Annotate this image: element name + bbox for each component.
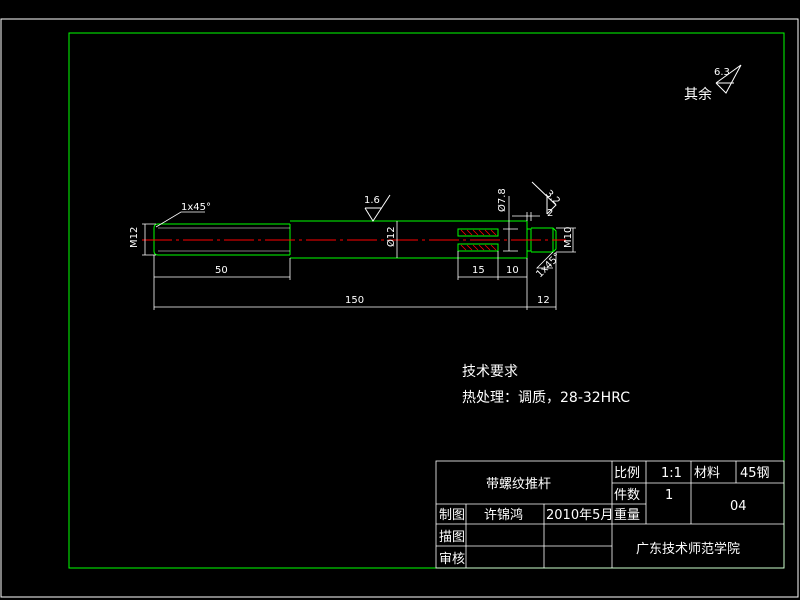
roughness-top-value: 1.6 (364, 195, 380, 206)
remaining-roughness: 其余 6.3 (684, 64, 742, 103)
keyway-top (457, 228, 499, 237)
drawn-name: 许锦鸿 (484, 507, 523, 523)
part-name: 带螺纹推杆 (486, 477, 551, 492)
requirements-title: 技术要求 (462, 364, 518, 380)
dim-end-length: 12 (537, 295, 550, 306)
outer-frame (0, 18, 799, 598)
dim-left-dia: M12 (129, 227, 140, 248)
dim-center-dia: Ø12 (385, 226, 397, 247)
dimension-lines (142, 196, 576, 310)
inner-frame (68, 32, 785, 569)
dim-left-chamfer: 1x45° (181, 202, 211, 213)
dim-keyway-depth: Ø7.8 (496, 188, 508, 212)
roughness-3-2-icon (531, 181, 557, 215)
roughness-end-value: 3.2 (543, 188, 562, 207)
quantity-value: 1 (665, 488, 673, 503)
weight-label: 重量 (614, 507, 640, 523)
dim-keyway-offset: 10 (506, 265, 519, 276)
roughness-symbol-icon (715, 64, 742, 94)
checked-label: 审核 (439, 552, 465, 567)
dim-main-length: 150 (345, 295, 364, 306)
material-label: 材料 (694, 466, 720, 481)
remaining-roughness-value: 6.3 (714, 67, 730, 78)
keyway-hatch (460, 229, 497, 251)
shaft (153, 220, 557, 259)
remaining-roughness-label: 其余 (684, 86, 712, 103)
roughness-1-6-icon (364, 194, 391, 222)
dim-right-dia: M10 (563, 227, 574, 248)
drawn-label: 制图 (439, 508, 465, 523)
drawn-date: 2010年5月 (546, 508, 613, 523)
dim-right-chamfer: 1x45° (534, 251, 563, 280)
keyway-bottom (457, 243, 499, 252)
drawing-number: 04 (730, 499, 747, 514)
traced-label: 描图 (439, 530, 465, 545)
material-value: 45钢 (740, 466, 770, 481)
scale-label: 比例 (614, 466, 640, 481)
shaft-left-section (153, 223, 291, 256)
dim-groove-width: 2 (547, 208, 553, 219)
title-block (435, 460, 785, 569)
requirements-line1: 热处理：调质，28-32HRC (462, 390, 630, 406)
scale-value: 1:1 (661, 466, 682, 481)
dim-thread-length: 50 (215, 265, 228, 276)
quantity-label: 件数 (614, 488, 640, 503)
school-name: 广东技术师范学院 (636, 541, 740, 557)
dim-keyway-length: 15 (472, 265, 485, 276)
